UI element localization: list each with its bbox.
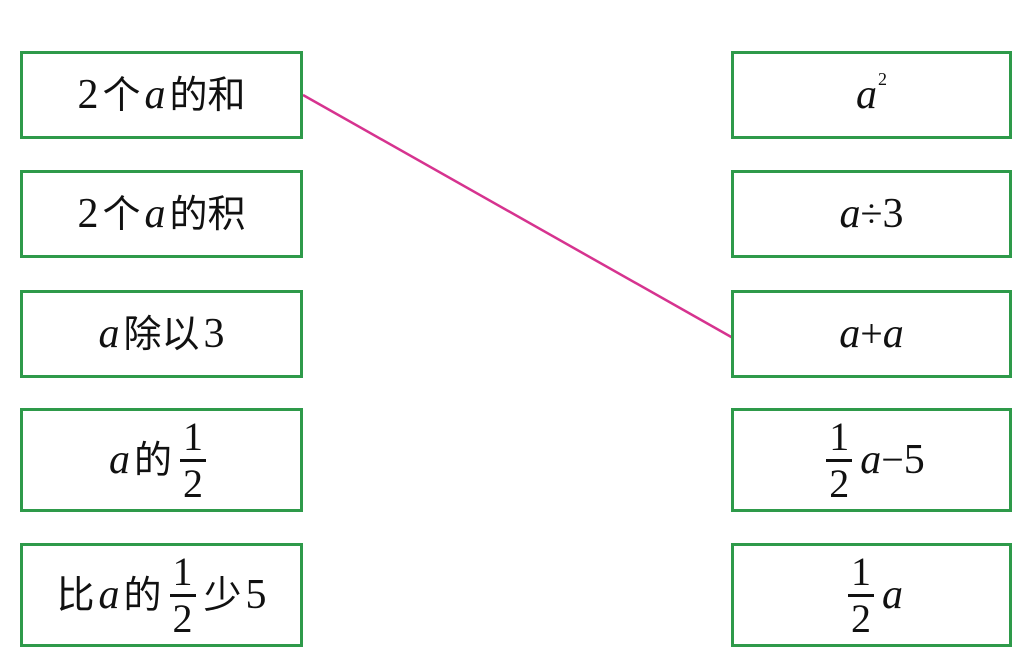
right-item-4-variable: a bbox=[860, 437, 882, 483]
left-item-5-variable: a bbox=[98, 572, 120, 618]
left-item-5-text-de: 的 bbox=[123, 573, 162, 617]
right-item-4-operator: − bbox=[881, 437, 904, 482]
right-item-4-fraction-numerator: 1 bbox=[826, 416, 853, 462]
right-item-half-a[interactable]: 1 2 a bbox=[731, 543, 1012, 647]
left-item-2-measure-word: 个 bbox=[102, 192, 141, 236]
right-item-3-operator: + bbox=[860, 311, 883, 356]
right-item-3-variable-left: a bbox=[839, 311, 861, 357]
right-item-3-variable-right: a bbox=[882, 311, 904, 357]
left-item-5-fraction: 1 2 bbox=[169, 551, 196, 641]
left-item-5-fraction-numerator: 1 bbox=[169, 551, 196, 597]
left-item-five-less-than-half-a[interactable]: 比 a 的 1 2 少 5 bbox=[20, 543, 303, 647]
right-item-a-div-3[interactable]: a ÷ 3 bbox=[731, 170, 1012, 258]
right-item-2-operator: ÷ bbox=[860, 191, 883, 236]
right-item-5-variable: a bbox=[882, 572, 903, 618]
left-item-product-of-two-a[interactable]: 2 个 a 的积 bbox=[20, 170, 303, 258]
left-item-5-fraction-denominator: 2 bbox=[172, 595, 193, 641]
left-item-1-measure-word: 个 bbox=[102, 73, 141, 117]
left-item-4-fraction: 1 2 bbox=[180, 416, 206, 506]
left-item-5-text-shao: 少 bbox=[203, 573, 242, 617]
match-line-sum-to-a-plus-a bbox=[302, 93, 734, 340]
left-item-3-variable: a bbox=[98, 311, 120, 357]
right-item-half-a-minus-5[interactable]: 1 2 a − 5 bbox=[731, 408, 1012, 512]
left-item-3-number: 3 bbox=[203, 311, 225, 357]
right-item-5-fraction-numerator: 1 bbox=[848, 551, 874, 597]
left-item-4-variable: a bbox=[108, 437, 130, 483]
right-item-a-squared[interactable]: a 2 bbox=[731, 51, 1012, 139]
left-item-a-divided-by-three[interactable]: a 除以 3 bbox=[20, 290, 303, 378]
right-item-5-fraction: 1 2 bbox=[848, 551, 874, 641]
right-item-2-variable: a bbox=[839, 191, 861, 237]
left-item-2-text: 的积 bbox=[169, 192, 246, 236]
left-item-half-of-a[interactable]: a 的 1 2 bbox=[20, 408, 303, 512]
right-item-4-number: 5 bbox=[903, 437, 925, 483]
left-item-5-number: 5 bbox=[245, 572, 267, 618]
left-item-3-text: 除以 bbox=[123, 312, 200, 356]
left-item-5-text-bi: 比 bbox=[56, 573, 95, 617]
right-item-1-exponent: 2 bbox=[878, 69, 887, 89]
right-item-5-fraction-denominator: 2 bbox=[851, 595, 871, 641]
right-item-4-fraction-denominator: 2 bbox=[829, 460, 850, 506]
left-item-sum-of-two-a[interactable]: 2 个 a 的和 bbox=[20, 51, 303, 139]
left-item-1-text: 的和 bbox=[169, 73, 246, 117]
left-item-1-variable: a bbox=[144, 72, 166, 118]
left-item-2-number: 2 bbox=[77, 191, 99, 237]
right-item-2-number: 3 bbox=[882, 191, 904, 237]
left-item-2-variable: a bbox=[144, 191, 166, 237]
left-item-4-fraction-numerator: 1 bbox=[180, 416, 206, 462]
left-item-4-text: 的 bbox=[133, 438, 172, 482]
left-item-4-fraction-denominator: 2 bbox=[183, 460, 203, 506]
left-item-1-number: 2 bbox=[77, 72, 99, 118]
right-item-1-variable: a bbox=[856, 72, 877, 118]
right-item-4-fraction: 1 2 bbox=[826, 416, 853, 506]
right-item-a-plus-a[interactable]: a + a bbox=[731, 290, 1012, 378]
